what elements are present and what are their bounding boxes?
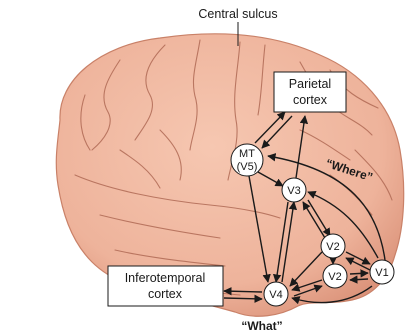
node-v2-lower-label: V2 (328, 271, 341, 283)
node-v1-label: V1 (375, 267, 388, 279)
node-v2-upper: V2 (321, 234, 345, 258)
node-v2-upper-label: V2 (326, 241, 339, 253)
node-v3: V3 (282, 178, 306, 202)
arrow-v1-to-v2-lower (350, 279, 368, 280)
node-mt-sublabel: (V5) (237, 161, 258, 173)
parietal-cortex-box: Parietal cortex (274, 72, 346, 112)
central-sulcus-label: Central sulcus (198, 7, 277, 21)
what-stream-label: “What” (241, 319, 282, 333)
parietal-cortex-label-line1: Parietal (289, 77, 331, 91)
node-mt-label: MT (239, 148, 255, 160)
arrow-v4-to-inferotemporal (224, 291, 262, 292)
node-mt: MT (V5) (231, 144, 263, 176)
arrow-v2-lower-to-v1 (350, 273, 368, 274)
node-v2-lower: V2 (323, 264, 347, 288)
inferotemporal-cortex-label-line2: cortex (148, 287, 183, 301)
inferotemporal-cortex-box: Inferotemporal cortex (108, 266, 223, 306)
node-v4: V4 (264, 282, 288, 306)
node-v3-label: V3 (287, 185, 300, 197)
inferotemporal-cortex-label-line1: Inferotemporal (125, 271, 206, 285)
parietal-cortex-label-line2: cortex (293, 93, 328, 107)
node-v4-label: V4 (269, 289, 282, 301)
arrow-inferotemporal-to-v4 (224, 298, 262, 299)
node-v1: V1 (370, 260, 394, 284)
